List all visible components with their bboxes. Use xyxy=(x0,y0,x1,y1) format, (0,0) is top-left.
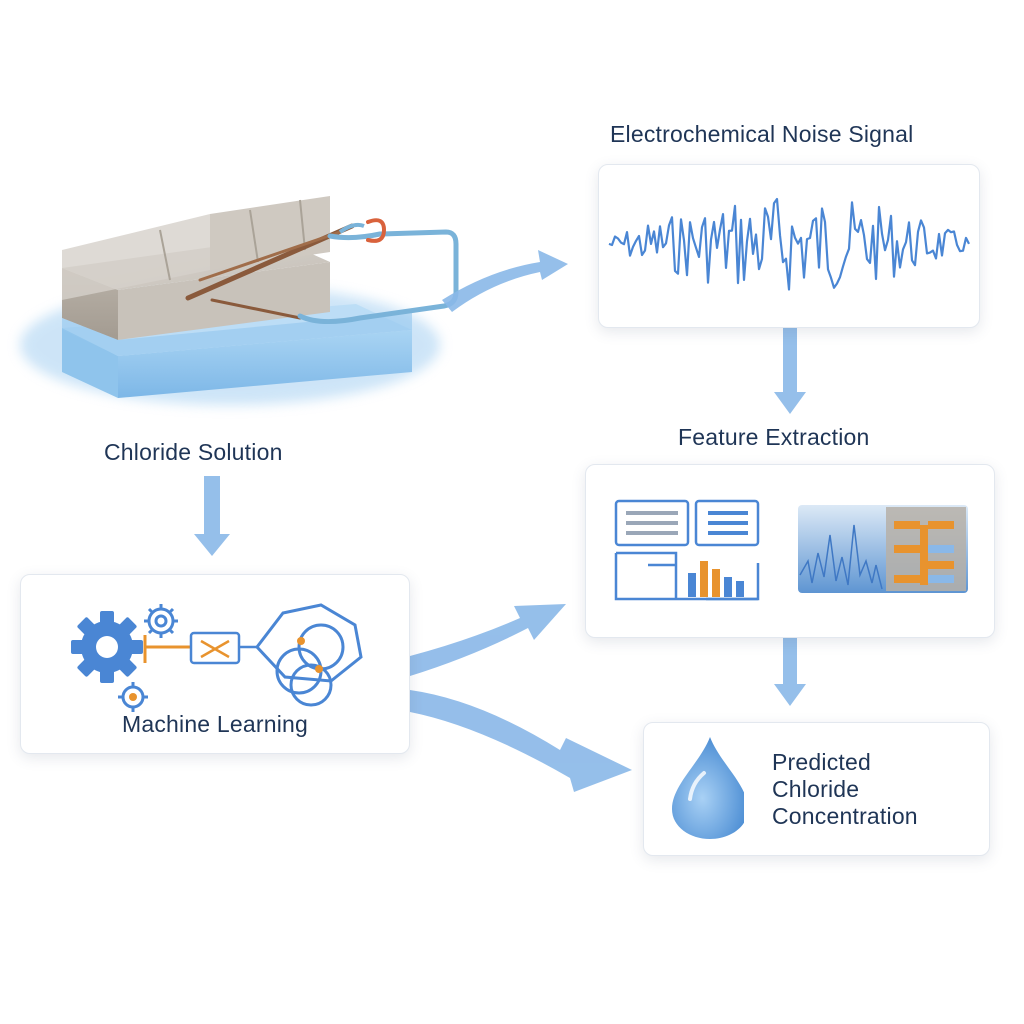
arrow-ml-to-prediction xyxy=(410,690,632,792)
gears-and-network-icon xyxy=(71,603,363,712)
prediction-card: Predicted Chloride Concentration xyxy=(643,722,990,856)
prediction-title: Predicted Chloride Concentration xyxy=(772,749,918,830)
gear-icon xyxy=(71,611,143,683)
signal-title: Electrochemical Noise Signal xyxy=(610,121,914,147)
noise-waveform-icon xyxy=(608,197,970,291)
prediction-line-2: Chloride xyxy=(772,776,860,802)
features-title: Feature Extraction xyxy=(678,424,870,450)
ml-card: Machine Learning xyxy=(20,574,410,754)
ml-title: Machine Learning xyxy=(121,711,309,737)
arrow-solution-down xyxy=(194,476,230,556)
arrow-to-signal xyxy=(442,250,568,312)
signal-card xyxy=(598,164,980,328)
arrow-signal-down xyxy=(774,328,806,414)
arrow-ml-to-features xyxy=(410,604,566,676)
prediction-line-1: Predicted xyxy=(772,749,871,775)
water-drop-icon xyxy=(672,737,744,839)
concrete-specimen-illustration xyxy=(20,196,459,405)
arrow-features-down xyxy=(774,638,806,706)
prediction-line-3: Concentration xyxy=(772,803,918,829)
features-card xyxy=(585,464,995,638)
flow-arrows xyxy=(194,250,806,792)
feature-panels-icon xyxy=(614,499,968,601)
solution-title: Chloride Solution xyxy=(104,439,283,465)
